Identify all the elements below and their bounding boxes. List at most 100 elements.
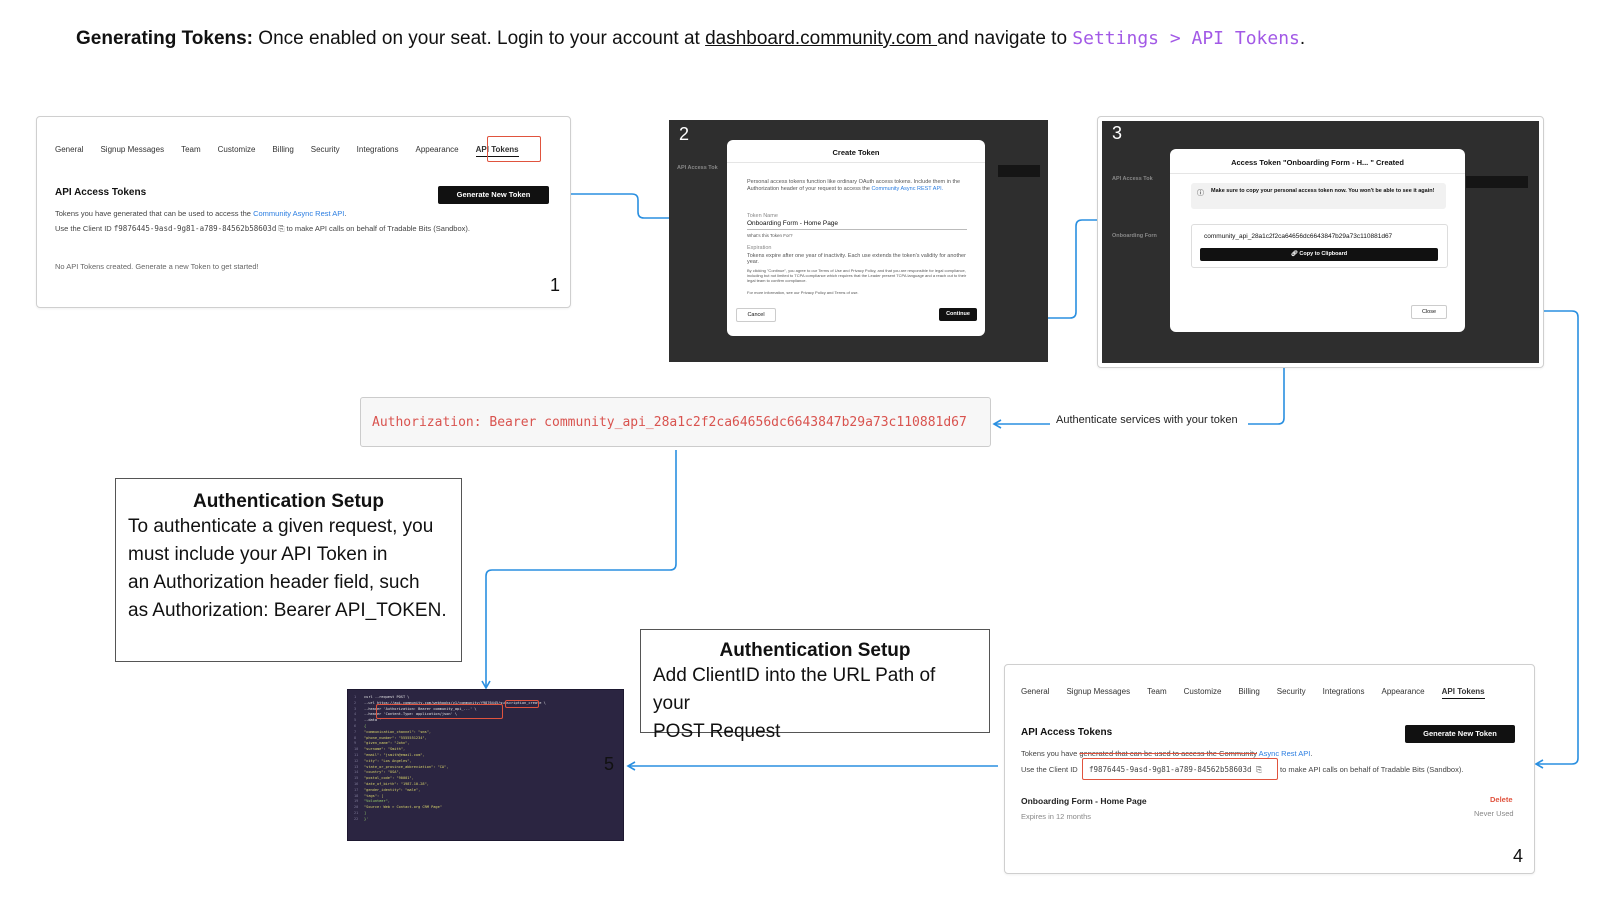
auth-setup-left-line-4: as Authorization: Bearer API_TOKEN. — [128, 600, 447, 621]
code-line-number: 7 — [354, 729, 357, 734]
code-line-number: 4 — [354, 712, 357, 717]
step1-api-link[interactable]: Community Async Rest API — [253, 209, 345, 218]
code-line: --header 'Authorization: Bearer communit… — [364, 706, 477, 711]
step2-number: 2 — [679, 124, 690, 144]
dashboard-link[interactable]: dashboard.community.com — [705, 28, 938, 49]
step3-panel: 3 API Access Tok Onboarding Forn Access … — [1102, 121, 1539, 363]
copy-to-clipboard-button[interactable]: 🔗︎ Copy to Clipboard — [1200, 248, 1438, 261]
code-line-number: 13 — [354, 764, 359, 769]
step2-bg-label: API Access Tok — [677, 165, 718, 171]
tab-customize[interactable]: Customize — [1183, 687, 1222, 696]
headline-text-1: Once enabled on your seat. Login to your… — [253, 28, 706, 49]
step3-bg-label-2: Onboarding Forn — [1112, 233, 1157, 239]
tab-billing[interactable]: Billing — [1238, 687, 1260, 696]
step4-client-id-text: f9876445-9asd-9g81-a789-84562b58603d — [1089, 765, 1252, 774]
copy-icon[interactable]: ⎘ — [1256, 765, 1263, 774]
tab-signup-messages[interactable]: Signup Messages — [100, 145, 165, 154]
token-box: community_api_28a1c2f2ca64656dc6643847b2… — [1191, 224, 1448, 268]
code-line-number: 21 — [354, 811, 359, 815]
step4-desc-prefix: Tokens you have — [1021, 749, 1080, 758]
tab-general[interactable]: General — [55, 145, 84, 154]
code-line-number: 20 — [354, 805, 359, 810]
code-line: "gender_identity": "male", — [364, 787, 421, 792]
step4-title: API Access Tokens — [1021, 727, 1113, 738]
step1-desc-suffix: . — [344, 209, 347, 218]
tab-api-tokens[interactable]: API Tokens — [1441, 687, 1485, 699]
delete-button[interactable]: Delete — [1490, 795, 1513, 804]
auth-setup-right-title: Authentication Setup — [719, 640, 911, 661]
step2-panel: 2 API Access Tok Create Token Personal a… — [669, 120, 1048, 362]
code-line-number: 12 — [354, 758, 359, 763]
headline: Generating Tokens: Once enabled on your … — [76, 28, 1305, 50]
step3-bg-button — [1466, 176, 1528, 188]
step1-client-prefix: Use the Client ID — [55, 224, 114, 233]
code-line-number: 8 — [354, 735, 357, 740]
authorization-header-bar: Authorization: Bearer community_api_28a1… — [360, 397, 991, 447]
step4-client-id: f9876445-9asd-9g81-a789-84562b58603d ⎘ — [1089, 765, 1262, 775]
copy-label-text: Copy to Clipboard — [1299, 251, 1348, 257]
token-name-hint: What's this Token For? — [747, 233, 793, 238]
tab-billing[interactable]: Billing — [272, 145, 294, 154]
tab-api-tokens[interactable]: API Tokens — [475, 145, 519, 157]
step3-number: 3 — [1112, 123, 1123, 143]
expiration-text: Tokens expire after one year of inactivi… — [747, 253, 966, 265]
link-icon: 🔗︎ — [1290, 251, 1298, 257]
code-line-number: 3 — [354, 706, 357, 711]
arrow-2-to-3 — [1020, 215, 1167, 319]
close-button[interactable]: Close — [1411, 305, 1447, 319]
step1-client-line: Use the Client ID f9876445-9asd-9g81-a78… — [55, 224, 470, 234]
create-token-modal: Create Token Personal access tokens func… — [727, 140, 985, 336]
tab-integrations[interactable]: Integrations — [356, 145, 399, 154]
tab-customize[interactable]: Customize — [217, 145, 256, 154]
code-line-number: 15 — [354, 776, 359, 781]
warning-text: Make sure to copy your personal access t… — [1211, 188, 1435, 194]
cancel-button[interactable]: Cancel — [736, 308, 776, 322]
generate-token-button[interactable]: Generate New Token — [438, 186, 549, 204]
tab-appearance[interactable]: Appearance — [415, 145, 459, 154]
create-token-title: Create Token — [832, 148, 880, 157]
auth-setup-right-line-2: POST Request — [653, 721, 781, 742]
code-line: "phone_number": "5555551234", — [364, 735, 427, 740]
create-token-intro-link[interactable]: Community Async REST API. — [871, 186, 944, 192]
tab-signup-messages[interactable]: Signup Messages — [1066, 687, 1131, 696]
continue-button[interactable]: Continue — [939, 308, 977, 321]
create-token-intro-text: Personal access tokens function like ord… — [747, 179, 961, 192]
legal-text: By clicking "Continue", you agree to our… — [747, 268, 967, 283]
step2-bg-button — [998, 165, 1040, 177]
tab-team[interactable]: Team — [181, 145, 201, 154]
tab-team[interactable]: Team — [1147, 687, 1167, 696]
modal-divider — [727, 162, 985, 163]
headline-text-3: . — [1299, 28, 1306, 49]
token-row-expires: Expires in 12 months — [1021, 812, 1092, 821]
generate-token-button[interactable]: Generate New Token — [1405, 725, 1515, 743]
code-line: "country": "USA", — [364, 770, 401, 775]
code-line-number: 11 — [354, 753, 359, 757]
never-used-label: Never Used — [1474, 809, 1514, 818]
step4-desc-suffix: . — [1310, 749, 1313, 758]
arrow-1-to-2 — [550, 193, 737, 223]
code-line-number: 14 — [354, 770, 359, 775]
token-created-modal: Access Token "Onboarding Form - H... " C… — [1170, 149, 1465, 332]
token-name-input[interactable]: Onboarding Form - Home Page — [747, 220, 967, 230]
token-value: community_api_28a1c2f2ca64656dc6643847b2… — [1204, 233, 1393, 240]
tab-general[interactable]: General — [1021, 687, 1050, 696]
code-line: curl --request POST \ — [364, 695, 410, 699]
tab-security[interactable]: Security — [1276, 687, 1306, 696]
code-line: "email": "jsmith@email.com", — [364, 753, 425, 757]
step4-api-link[interactable]: Async Rest API — [1256, 749, 1311, 758]
code-line-number: 5 — [354, 718, 357, 723]
code-line-number: 10 — [354, 747, 359, 752]
tab-integrations[interactable]: Integrations — [1322, 687, 1365, 696]
code-line: --data ' — [364, 718, 382, 723]
copy-icon[interactable]: ⎘ — [278, 224, 285, 233]
tab-appearance[interactable]: Appearance — [1381, 687, 1425, 696]
code-line: "Volunteer", — [364, 799, 390, 804]
token-created-title: Access Token "Onboarding Form - H... " C… — [1231, 158, 1404, 167]
step4-number: 4 — [1513, 846, 1524, 866]
code-line: "postal_code": "90001", — [364, 776, 414, 781]
step1-panel: General Signup Messages Team Customize B… — [36, 116, 571, 308]
tab-security[interactable]: Security — [310, 145, 340, 154]
step4-panel: General Signup Messages Team Customize B… — [1004, 664, 1535, 874]
